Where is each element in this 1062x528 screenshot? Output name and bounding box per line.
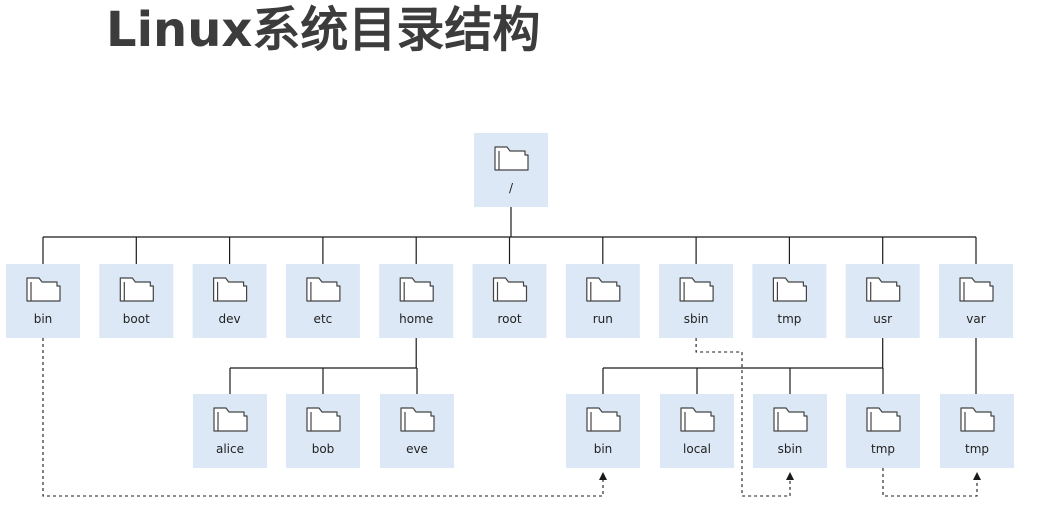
- folder-icon: [400, 407, 435, 432]
- dir-node-alice: alice: [193, 394, 267, 468]
- folder-icon-body: [26, 277, 61, 302]
- symlink-connectors: [42, 338, 981, 497]
- tree-nodes: / bin boot dev etc home root run sbin tmp usr var al…: [6, 133, 1014, 468]
- dir-label-eve: eve: [406, 442, 428, 456]
- folder-icon: [26, 277, 61, 302]
- folder-icon-body: [773, 407, 808, 432]
- dir-label-run: run: [593, 312, 613, 326]
- folder-icon: [492, 277, 528, 302]
- dir-label-root-dir: /: [509, 181, 514, 195]
- dir-label-usr-local: local: [683, 442, 711, 456]
- dir-label-usr-tmp: tmp: [871, 442, 895, 456]
- dir-node-dev: dev: [192, 264, 267, 338]
- folder-icon-body: [959, 277, 994, 302]
- dir-node-etc: etc: [285, 264, 360, 338]
- dir-label-usr: usr: [873, 312, 892, 326]
- dir-node-bob: bob: [286, 394, 360, 468]
- folder-icon-body: [866, 407, 901, 432]
- folder-icon-body: [680, 407, 715, 432]
- dir-label-dev: dev: [219, 312, 241, 326]
- folder-icon-body: [960, 407, 995, 432]
- dir-label-var: var: [966, 312, 985, 326]
- folder-icon: [494, 146, 529, 171]
- symlink-bin-to-usr-bin: [42, 338, 604, 497]
- dir-label-bob: bob: [312, 442, 335, 456]
- folder-icon-body: [213, 407, 248, 432]
- dir-node-var: var: [939, 264, 1013, 338]
- folder-icon: [306, 277, 341, 302]
- dir-node-tmp: tmp: [752, 264, 827, 338]
- dir-label-home: home: [399, 312, 433, 326]
- folder-icon-body: [399, 277, 434, 302]
- folder-icon: [213, 277, 248, 302]
- page-title: Linux系统目录结构: [106, 2, 541, 58]
- dir-node-root-dir: /: [474, 133, 548, 207]
- dir-node-sbin: sbin: [659, 264, 734, 338]
- folder-icon: [773, 407, 808, 432]
- dir-label-usr-sbin: sbin: [778, 442, 803, 456]
- dir-node-run: run: [565, 264, 640, 338]
- folder-icon: [866, 407, 901, 432]
- dir-node-bin: bin: [6, 264, 80, 338]
- dir-node-usr-sbin: sbin: [753, 394, 827, 468]
- folder-icon: [306, 407, 341, 432]
- folder-icon-body: [866, 277, 901, 302]
- folder-icon: [960, 407, 995, 432]
- dir-label-tmp: tmp: [777, 312, 801, 326]
- folder-icon-body: [492, 277, 528, 302]
- folder-icon: [959, 277, 994, 302]
- tree-connectors: [42, 207, 977, 394]
- folder-icon: [586, 407, 621, 432]
- dir-label-sbin: sbin: [684, 312, 709, 326]
- folder-icon: [119, 277, 154, 302]
- folder-icon: [772, 277, 808, 302]
- folder-icon-body: [400, 407, 435, 432]
- dir-node-home: home: [379, 264, 454, 338]
- dir-label-alice: alice: [216, 442, 244, 456]
- dir-label-etc: etc: [314, 312, 333, 326]
- dir-label-root: root: [497, 312, 521, 326]
- folder-icon: [679, 277, 714, 302]
- dir-node-eve: eve: [380, 394, 454, 468]
- folder-icon-body: [306, 407, 341, 432]
- dir-node-var-tmp: tmp: [940, 394, 1014, 468]
- dir-label-boot: boot: [123, 312, 150, 326]
- dir-node-usr-tmp: tmp: [846, 394, 920, 468]
- symlink-usr-tmp-to-var-tmp: [882, 468, 978, 497]
- folder-icon-body: [586, 277, 621, 302]
- folder-icon-body: [119, 277, 154, 302]
- folder-icon-body: [213, 277, 248, 302]
- folder-icon-body: [772, 277, 808, 302]
- folder-icon-body: [679, 277, 714, 302]
- dir-node-boot: boot: [99, 264, 174, 338]
- folder-icon: [213, 407, 248, 432]
- dir-node-usr-bin: bin: [566, 394, 640, 468]
- folder-icon: [586, 277, 621, 302]
- dir-label-var-tmp: tmp: [965, 442, 989, 456]
- folder-icon: [866, 277, 901, 302]
- dir-node-root: root: [472, 264, 547, 338]
- folder-icon: [399, 277, 434, 302]
- folder-icon-body: [494, 146, 529, 171]
- folder-icon-body: [586, 407, 621, 432]
- dir-label-bin: bin: [34, 312, 53, 326]
- folder-icon: [680, 407, 715, 432]
- folder-icon-body: [306, 277, 341, 302]
- dir-node-usr: usr: [845, 264, 920, 338]
- symlink-arrowhead: [973, 472, 981, 480]
- dir-label-usr-bin: bin: [594, 442, 613, 456]
- symlink-arrowhead: [786, 472, 794, 480]
- symlink-arrowhead: [599, 472, 607, 480]
- dir-node-usr-local: local: [660, 394, 734, 468]
